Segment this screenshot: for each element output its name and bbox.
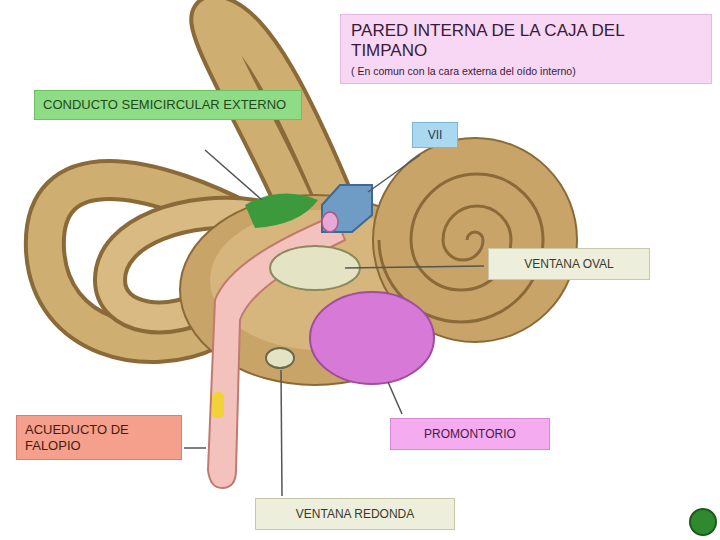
label-text: VENTANA OVAL bbox=[497, 257, 641, 271]
label-text: CONDUCTO SEMICIRCULAR EXTERNO bbox=[43, 97, 293, 113]
label-text: VENTANA REDONDA bbox=[264, 507, 446, 521]
label-box: ACUEDUCTO DE FALOPIO bbox=[16, 415, 182, 460]
label-box: VII bbox=[412, 122, 458, 148]
promontory bbox=[310, 292, 434, 384]
label-box: CONDUCTO SEMICIRCULAR EXTERNO bbox=[34, 90, 302, 120]
label-text: VII bbox=[419, 128, 451, 142]
label-box: VENTANA REDONDA bbox=[255, 498, 455, 530]
label-box: PROMONTORIO bbox=[390, 418, 550, 450]
note-text: ( En comun con la cara externa del oído … bbox=[351, 65, 701, 78]
label-box: VENTANA OVAL bbox=[488, 248, 650, 280]
round-window bbox=[266, 348, 294, 368]
title-box: PARED INTERNA DE LA CAJA DEL TIMPANO ( En… bbox=[340, 14, 712, 84]
label-text: ACUEDUCTO DE FALOPIO bbox=[25, 422, 173, 453]
label-text: PARED INTERNA DE LA CAJA DEL TIMPANO bbox=[351, 21, 701, 62]
facial-nerve-cube bbox=[322, 185, 372, 232]
external-canal-mark bbox=[245, 194, 318, 228]
label-text: PROMONTORIO bbox=[399, 427, 541, 441]
nav-button bbox=[690, 509, 716, 535]
